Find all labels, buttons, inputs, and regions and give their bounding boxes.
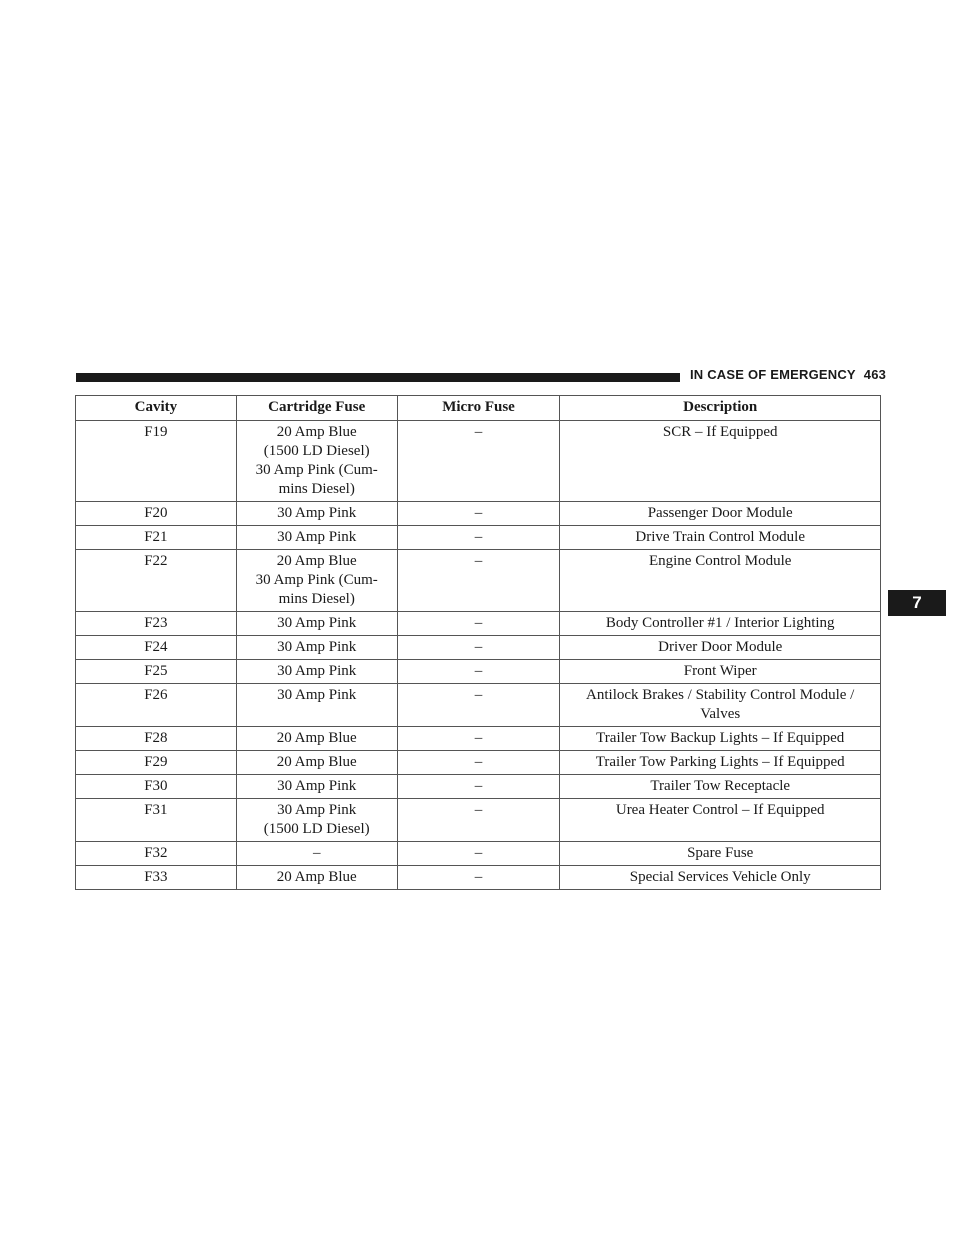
cell-micro-fuse: – xyxy=(396,750,561,775)
cell-micro-fuse: – xyxy=(396,659,561,684)
column-header-description: Description xyxy=(559,395,881,421)
cell-cartridge-fuse: 20 Amp Blue (1500 LD Diesel) 30 Amp Pink… xyxy=(235,420,398,502)
cell-description: Trailer Tow Parking Lights – If Equipped xyxy=(559,750,881,775)
cell-cartridge-fuse: 30 Amp Pink xyxy=(235,611,398,636)
cell-micro-fuse: – xyxy=(396,501,561,526)
cell-micro-fuse: – xyxy=(396,420,561,502)
cell-micro-fuse: – xyxy=(396,549,561,612)
cell-description: Driver Door Module xyxy=(559,635,881,660)
cell-micro-fuse: – xyxy=(396,611,561,636)
column-header-cartridge-fuse: Cartridge Fuse xyxy=(235,395,398,421)
cell-cavity: F21 xyxy=(75,525,237,550)
cell-cavity: F26 xyxy=(75,683,237,727)
cell-description: Drive Train Control Module xyxy=(559,525,881,550)
cell-description: Trailer Tow Backup Lights – If Equipped xyxy=(559,726,881,751)
cell-cartridge-fuse: 20 Amp Blue xyxy=(235,726,398,751)
cell-cavity: F32 xyxy=(75,841,237,866)
header-rule xyxy=(76,373,680,382)
cell-cavity: F25 xyxy=(75,659,237,684)
cell-micro-fuse: – xyxy=(396,635,561,660)
cell-cavity: F33 xyxy=(75,865,237,890)
section-title: IN CASE OF EMERGENCY xyxy=(690,367,856,382)
cell-cavity: F22 xyxy=(75,549,237,612)
cell-description: Engine Control Module xyxy=(559,549,881,612)
cell-cavity: F20 xyxy=(75,501,237,526)
cell-cartridge-fuse: 20 Amp Blue xyxy=(235,750,398,775)
cell-micro-fuse: – xyxy=(396,774,561,799)
cell-cavity: F30 xyxy=(75,774,237,799)
cell-cartridge-fuse: 20 Amp Blue xyxy=(235,865,398,890)
cell-cavity: F23 xyxy=(75,611,237,636)
table-row: F32––Spare Fuse xyxy=(75,841,881,866)
page-number: 463 xyxy=(863,367,887,382)
cell-description: SCR – If Equipped xyxy=(559,420,881,502)
column-header-cavity: Cavity xyxy=(75,395,237,421)
cell-description: Special Services Vehicle Only xyxy=(559,865,881,890)
cell-cartridge-fuse: 30 Amp Pink xyxy=(235,635,398,660)
cell-micro-fuse: – xyxy=(396,841,561,866)
cell-cartridge-fuse: 30 Amp Pink (1500 LD Diesel) xyxy=(235,798,398,842)
cell-cartridge-fuse: – xyxy=(235,841,398,866)
cell-cavity: F24 xyxy=(75,635,237,660)
table-header-row: Cavity Cartridge Fuse Micro Fuse Descrip… xyxy=(75,395,881,421)
cell-micro-fuse: – xyxy=(396,683,561,727)
running-header: IN CASE OF EMERGENCY 463 xyxy=(690,367,886,382)
cell-cavity: F31 xyxy=(75,798,237,842)
cell-description: Trailer Tow Receptacle xyxy=(559,774,881,799)
cell-micro-fuse: – xyxy=(396,726,561,751)
cell-cartridge-fuse: 30 Amp Pink xyxy=(235,501,398,526)
cell-cartridge-fuse: 30 Amp Pink xyxy=(235,659,398,684)
cell-cavity: F28 xyxy=(75,726,237,751)
cell-description: Passenger Door Module xyxy=(559,501,881,526)
cell-description: Urea Heater Control – If Equipped xyxy=(559,798,881,842)
cell-micro-fuse: – xyxy=(396,798,561,842)
cell-cavity: F19 xyxy=(75,420,237,502)
cell-cartridge-fuse: 30 Amp Pink xyxy=(235,525,398,550)
chapter-tab: 7 xyxy=(888,590,946,616)
cell-cavity: F29 xyxy=(75,750,237,775)
cell-micro-fuse: – xyxy=(396,865,561,890)
cell-description: Body Controller #1 / Interior Lighting xyxy=(559,611,881,636)
cell-cartridge-fuse: 20 Amp Blue 30 Amp Pink (Cum- mins Diese… xyxy=(235,549,398,612)
cell-micro-fuse: – xyxy=(396,525,561,550)
cell-description: Antilock Brakes / Stability Control Modu… xyxy=(559,683,881,727)
cell-cartridge-fuse: 30 Amp Pink xyxy=(235,774,398,799)
cell-cartridge-fuse: 30 Amp Pink xyxy=(235,683,398,727)
cell-description: Spare Fuse xyxy=(559,841,881,866)
cell-description: Front Wiper xyxy=(559,659,881,684)
column-header-micro-fuse: Micro Fuse xyxy=(396,395,561,421)
fuse-table: Cavity Cartridge Fuse Micro Fuse Descrip… xyxy=(75,395,881,890)
